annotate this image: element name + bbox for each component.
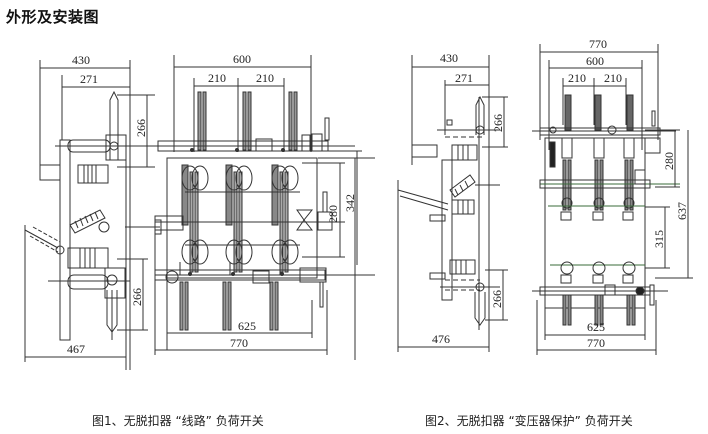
dim-label-342: 342: [343, 194, 357, 212]
dim-label-266-bottom: 266: [130, 288, 144, 306]
figure2-front-view: [532, 44, 693, 355]
dim-label-271: 271: [455, 71, 473, 85]
figure1-drawing: 430 271 600 210 210 266 280 342 266 467 …: [24, 52, 375, 370]
dim-label-625: 625: [587, 320, 605, 334]
figure1-caption: 图1、无脱扣器 “线路” 负荷开关: [92, 414, 264, 428]
dim-label-266-top: 266: [134, 119, 148, 137]
figure1-side-view: [24, 60, 162, 370]
dim-label-266-bottom: 266: [490, 290, 504, 308]
dim-label-430: 430: [72, 53, 90, 67]
dim-label-600: 600: [586, 54, 604, 68]
figure2-side-view: [397, 55, 508, 352]
dim-label-770-top: 770: [589, 37, 607, 51]
dim-label-210-a: 210: [568, 71, 586, 85]
dim-label-625: 625: [238, 319, 256, 333]
page-title: 外形及安装图: [6, 8, 100, 26]
dim-label-467: 467: [67, 342, 85, 356]
figure1-front-view: [154, 55, 375, 360]
dim-label-430: 430: [440, 51, 458, 65]
dim-label-271: 271: [80, 72, 98, 86]
figure2-caption: 图2、无脱扣器 “变压器保护” 负荷开关: [425, 414, 633, 428]
dim-label-210-b: 210: [256, 71, 274, 85]
dim-label-770: 770: [230, 336, 248, 350]
dim-label-280: 280: [662, 152, 676, 170]
figure2-drawing: 430 271 770 600 210 210 266 280 637 315 …: [397, 37, 693, 355]
dim-label-600: 600: [233, 52, 251, 66]
dim-label-476: 476: [432, 332, 450, 346]
dim-label-637: 637: [675, 202, 689, 220]
dim-label-210-a: 210: [208, 71, 226, 85]
dim-label-266-top: 266: [491, 114, 505, 132]
dim-label-315: 315: [652, 230, 666, 248]
dim-label-280: 280: [326, 205, 340, 223]
dim-label-210-b: 210: [604, 71, 622, 85]
dim-label-770-bottom: 770: [587, 336, 605, 350]
